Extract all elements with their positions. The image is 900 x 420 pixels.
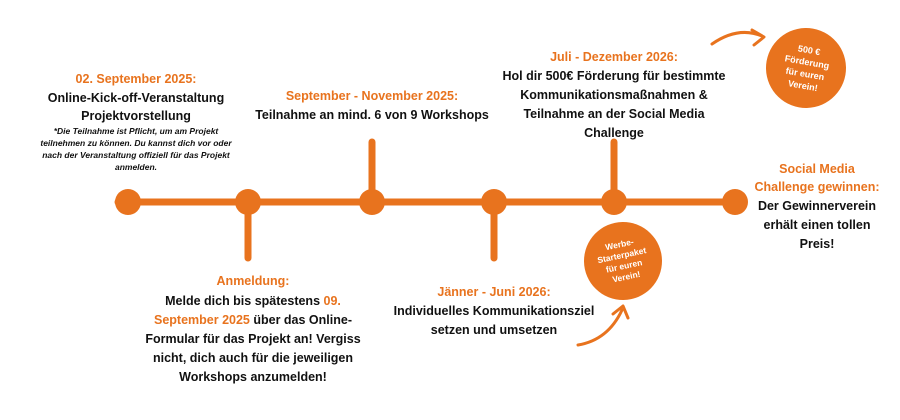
anmeldung-line1: Melde dich bis spätestens 09. xyxy=(140,292,366,311)
kickoff-note2: teilnehmen zu können. Du kannst dich vor… xyxy=(40,138,232,148)
node-kommunikation xyxy=(481,189,507,215)
milestone-foerderung: Juli - Dezember 2026: Hol dir 500€ Förde… xyxy=(494,49,734,143)
foerderung-line3: Teilnahme an der Social Media Challenge xyxy=(523,107,705,140)
anmeldung-line2: September 2025 über das Online- xyxy=(140,311,366,330)
anmeldung-l1b: 09. xyxy=(323,294,341,308)
kommunikation-line2: setzen und umsetzen xyxy=(430,323,558,337)
anmeldung-l1a: Melde dich bis spätestens xyxy=(165,294,324,308)
kickoff-line1: Online-Kick-off-Veranstaltung xyxy=(47,91,225,105)
node-kickoff xyxy=(115,189,141,215)
workshops-date: September - November 2025: xyxy=(285,89,459,103)
arrow-to-starterpaket xyxy=(576,308,624,347)
milestone-kommunikation: Jänner - Juni 2026: Individuelles Kommun… xyxy=(382,284,606,340)
kickoff-line2: Projektvorstellung xyxy=(81,109,191,123)
anmeldung-l2b: über das Online- xyxy=(249,313,352,327)
kickoff-date: 02. September 2025: xyxy=(75,72,197,86)
gewinn-line2: erhält einen tollen xyxy=(763,218,871,232)
gewinn-date1: Social Media xyxy=(779,162,855,176)
foerderung-date: Juli - Dezember 2026: xyxy=(550,50,678,64)
milestone-kickoff: 02. September 2025: Online-Kick-off-Vera… xyxy=(18,71,254,173)
node-foerderung xyxy=(601,189,627,215)
kommunikation-date: Jänner - Juni 2026: xyxy=(437,285,551,299)
kickoff-note4: anmelden. xyxy=(114,162,158,172)
gewinn-date2: Challenge gewinnen: xyxy=(754,180,880,194)
arrow-to-foerderung xyxy=(710,30,764,46)
kommunikation-line1: Individuelles Kommunikationsziel xyxy=(393,304,595,318)
milestone-gewinn: Social Media Challenge gewinnen: Der Gew… xyxy=(748,160,886,254)
foerderung-line2: Kommunikationsmaßnahmen & xyxy=(520,88,708,102)
foerderung-line1: Hol dir 500€ Förderung für bestimmte xyxy=(502,69,726,83)
anmeldung-l2a: September 2025 xyxy=(154,313,250,327)
gewinn-line1: Der Gewinnerverein xyxy=(757,199,877,213)
anmeldung-date: Anmeldung: xyxy=(216,274,290,288)
milestone-workshops: September - November 2025: Teilnahme an … xyxy=(250,88,494,125)
node-workshops xyxy=(359,189,385,215)
gewinn-line3: Preis! xyxy=(799,237,835,251)
kickoff-note1: *Die Teilnahme ist Pflicht, um am Projek… xyxy=(53,126,219,136)
workshops-line1: Teilnahme an mind. 6 von 9 Workshops xyxy=(255,108,489,122)
anmeldung-line3: Formular für das Projekt an! Vergiss xyxy=(145,332,361,346)
kickoff-note3: nach der Veranstaltung offiziell für das… xyxy=(42,150,230,160)
arrow-to-foerderung-head xyxy=(750,28,766,47)
node-gewinn xyxy=(722,189,748,215)
anmeldung-line4: nicht, dich auch für die jeweiligen xyxy=(152,351,354,365)
node-anmeldung xyxy=(235,189,261,215)
milestone-anmeldung: Anmeldung: Melde dich bis spätestens 09.… xyxy=(140,273,366,387)
arrow-to-starterpaket-head xyxy=(611,304,630,320)
anmeldung-line5: Workshops anzumelden! xyxy=(179,370,327,384)
